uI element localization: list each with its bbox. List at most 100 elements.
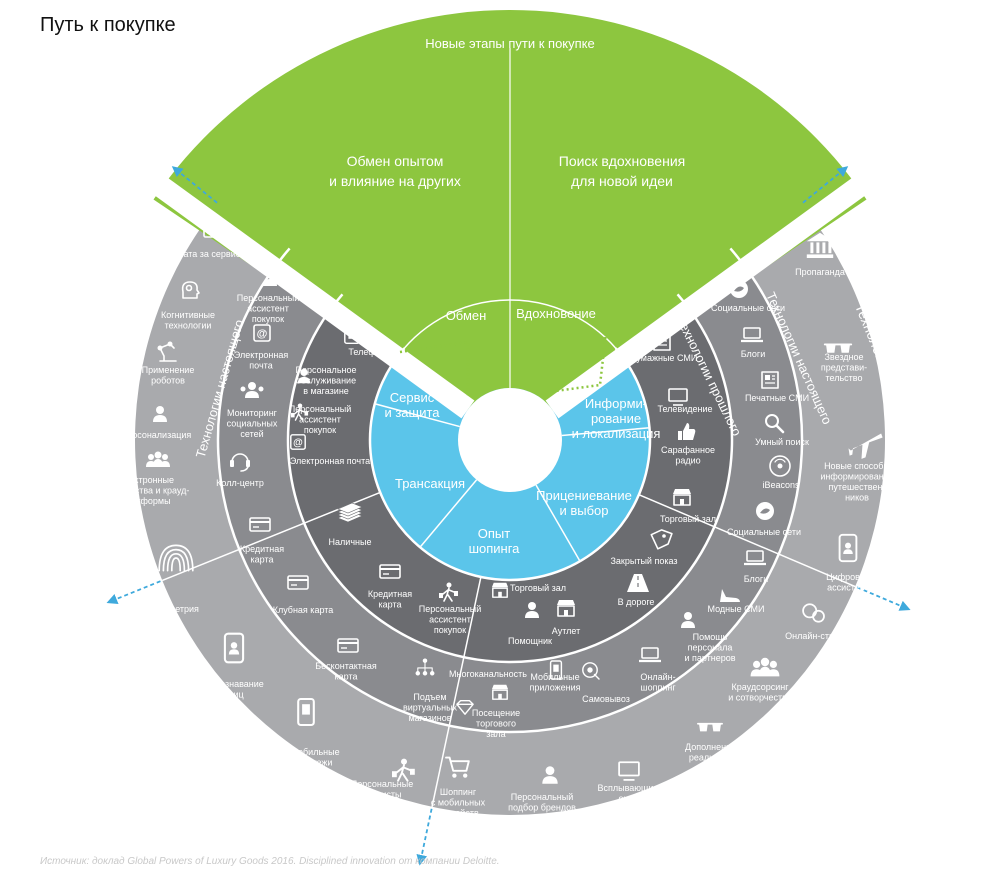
technology-label: Онлайн-шоппинг (640, 672, 676, 693)
technology-label: Плата за сервис (172, 249, 241, 259)
airplane-icon (848, 433, 883, 459)
svg-text:@: @ (257, 328, 268, 340)
direction-arrow (856, 586, 911, 611)
store-icon (673, 489, 691, 506)
beacon-icon (769, 455, 791, 477)
technology-label: Биометрия (153, 604, 199, 614)
technology-label: Закрытый показ (610, 556, 677, 566)
road-icon (627, 574, 649, 592)
technology-label: Телефония (348, 347, 395, 357)
diamond-icon (456, 699, 474, 715)
tag-icon (650, 529, 673, 550)
technology-label: Помощник (508, 636, 552, 646)
technology-label: Телевидение (657, 404, 712, 414)
person-icon (153, 406, 167, 422)
technology-label: Бумажные СМИ (631, 353, 698, 363)
core-circle (458, 388, 562, 492)
fingerprint-icon (158, 544, 194, 572)
monitoring-icon (240, 382, 264, 398)
technology-label: Наличные (329, 537, 372, 547)
club-card-icon (287, 575, 309, 590)
sharing-inner-label: Обмен (446, 308, 487, 323)
crowd-icon (750, 657, 780, 677)
magnifier-icon (765, 414, 785, 434)
direction-arrow (106, 580, 161, 604)
robot-arm-icon (157, 341, 177, 362)
email-icon: @ (253, 324, 271, 342)
technology-label: Печатные СМИ (745, 393, 809, 403)
person-icon (263, 270, 277, 286)
technology-label: Блоги (741, 349, 765, 359)
outlet-icon (557, 600, 575, 617)
credit-card-icon (249, 517, 271, 532)
new-stages-header: Новые этапы пути к покупке (425, 36, 594, 51)
shopper-icon (439, 582, 458, 602)
bank-icon (806, 232, 834, 258)
cognitive-head-icon (181, 281, 200, 299)
direction-arrow (416, 808, 433, 866)
shopper-icon (392, 758, 415, 782)
speech-bird-icon (756, 502, 774, 520)
technology-label: Онлайн-стилист (785, 631, 853, 641)
face-phone-icon (223, 632, 245, 664)
direction-arrow (171, 166, 218, 204)
sunglasses-icon (823, 343, 853, 353)
technology-label: Клубная карта (273, 605, 334, 615)
newspaper-icon (761, 371, 779, 389)
email-icon: @ (290, 434, 306, 450)
store-icon (491, 582, 509, 598)
laptop-icon (744, 550, 766, 566)
technology-label: Модные СМИ (708, 604, 765, 614)
vr-glasses-icon (697, 722, 723, 732)
technology-label: Самовывоз (582, 694, 630, 704)
technology-label: Умный поиск (755, 437, 809, 447)
chat-icon (802, 603, 825, 623)
technology-label: iBeacons (762, 480, 800, 490)
headset-icon (230, 453, 250, 472)
person-icon (297, 368, 311, 384)
cash-icon (337, 502, 363, 523)
contactless-card-icon (337, 638, 359, 653)
newspaper-icon (653, 333, 671, 351)
person-icon (525, 602, 539, 618)
laptop-icon (639, 647, 661, 663)
laptop-icon (741, 327, 763, 343)
mobile-payment-icon (297, 697, 315, 727)
credit-card-icon (379, 564, 401, 579)
stage-transaction: Трансакция (395, 476, 465, 491)
speech-bird-icon (730, 280, 748, 298)
svg-text:@: @ (293, 438, 303, 449)
technology-label: Электронная почта (290, 456, 370, 466)
mobile-app-icon (549, 660, 563, 680)
page-title: Путь к покупке (40, 14, 176, 36)
technology-label: В дороге (618, 597, 655, 607)
technology-label: Торговый зал (510, 583, 566, 593)
technology-label: Многоканальность (449, 669, 527, 679)
technology-label: Социальные сети (711, 303, 785, 313)
person-icon (681, 612, 695, 628)
